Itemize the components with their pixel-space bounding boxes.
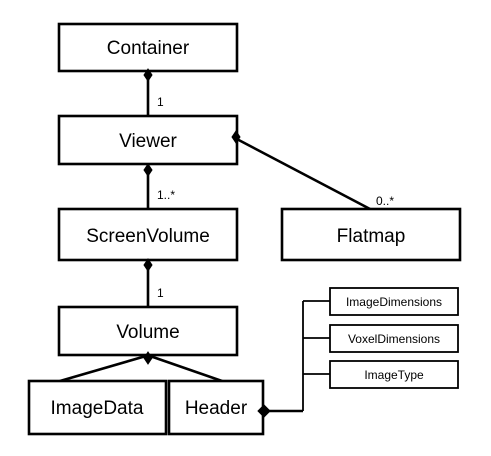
aggregation-diamond-volume: [143, 351, 153, 365]
viewer-label: Viewer: [119, 131, 177, 152]
connector-viewer-flatmap: [232, 135, 371, 211]
aggregation-diamond-viewer-bottom: [143, 163, 153, 177]
imagedimensions-box: [329, 287, 459, 316]
connector-volume-imagedata: [59, 354, 147, 383]
screenvolume-label: ScreenVolume: [86, 226, 210, 247]
header-box: [167, 379, 265, 436]
voxeldimensions-box: [329, 324, 459, 353]
container-box: [57, 22, 239, 73]
imagetype-label: ImageType: [364, 368, 424, 382]
voxeldimensions-label: VoxelDimensions: [348, 332, 440, 346]
aggregation-diamond-viewer-right: [231, 130, 241, 144]
container-label: Container: [107, 38, 190, 59]
flatmap-box: [280, 207, 462, 262]
aggregation-diamond-screenvolume: [143, 258, 153, 272]
multiplicity-viewer-flatmap: 0..*: [376, 194, 394, 208]
imagedata-label: ImageData: [51, 398, 144, 419]
multiplicity-screenvolume-volume: 1: [157, 286, 164, 300]
imagedata-box: [27, 379, 168, 436]
imagetype-box: [329, 360, 459, 389]
connector-volume-header: [149, 354, 223, 383]
volume-label: Volume: [116, 322, 179, 343]
imagedimensions-label: ImageDimensions: [346, 295, 442, 309]
multiplicity-container-viewer: 1: [157, 95, 164, 109]
flatmap-label: Flatmap: [337, 226, 406, 247]
multiplicity-viewer-screenvolume: 1..*: [157, 188, 175, 202]
aggregation-diamond-header: [257, 404, 271, 418]
screenvolume-box: [57, 207, 239, 262]
aggregation-diamond-container: [143, 68, 153, 82]
header-label: Header: [185, 398, 248, 419]
